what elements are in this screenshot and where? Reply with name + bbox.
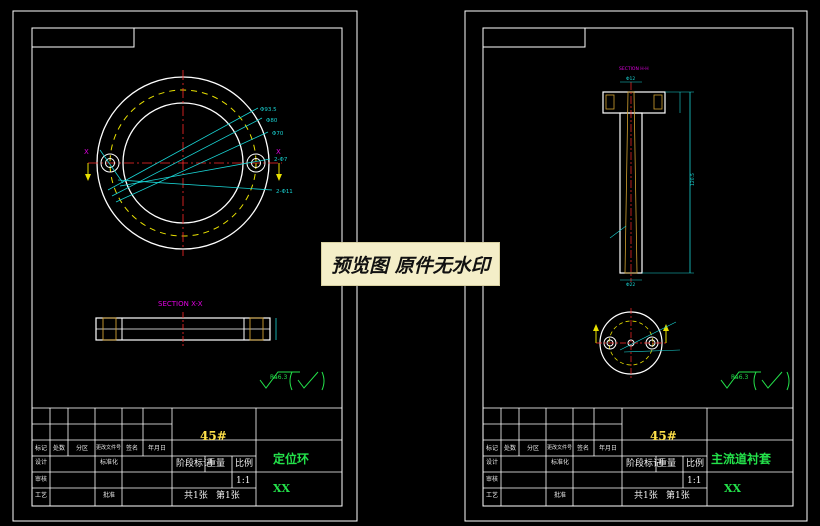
left-tb-scale-value: 1:1 xyxy=(236,476,251,486)
left-inner-border xyxy=(31,27,343,507)
right-tb-label-approve: 批准 xyxy=(554,492,567,499)
section-arrowhead-left xyxy=(85,174,91,181)
right-tb-scale-value: 1:1 xyxy=(687,476,702,486)
right-tb-material: 45# xyxy=(650,429,677,443)
right-sheet: SECTION H-H 120.5 Φ12 Φ22 xyxy=(464,10,808,522)
dim-label-1: Φ93.5 xyxy=(260,107,277,113)
right-tb-label-process: 工艺 xyxy=(486,492,499,499)
left-tb-label-date: 年月日 xyxy=(148,445,167,452)
right-roughness-symbol xyxy=(720,371,790,391)
left-roughness-check xyxy=(259,371,300,389)
bolt-hole-right-inner xyxy=(251,158,261,168)
section-arrowhead-right xyxy=(276,174,282,181)
right-tb-label-stage-mark: 阶段标记 xyxy=(626,459,663,469)
bushing-stem xyxy=(619,112,643,274)
right-roughness-check xyxy=(720,371,761,389)
right-code-box xyxy=(482,27,586,48)
right-dim-label-1: Φ22 xyxy=(626,282,635,288)
right-tb-code: XX xyxy=(724,482,742,495)
left-tb-label-process: 工艺 xyxy=(35,492,48,499)
left-tb-material: 45# xyxy=(200,429,227,443)
bushing-plan-arrowhead-right xyxy=(663,324,669,331)
right-tb-label-check: 审核 xyxy=(486,476,499,483)
left-tb-label-zone: 分区 xyxy=(76,445,89,452)
preview-watermark: 预览图 原件无水印 xyxy=(321,242,500,286)
right-tb-label-date: 年月日 xyxy=(599,445,618,452)
dim-label-4: 2-Φ7 xyxy=(274,157,288,163)
left-roughness-symbol xyxy=(259,371,325,391)
left-tb-label-stage-mark: 阶段标记 xyxy=(176,459,213,469)
right-section-label: SECTION H-H xyxy=(619,66,649,72)
sprue-bushing-section xyxy=(602,81,694,282)
dim-leader-3 xyxy=(115,131,269,203)
ring-section-view xyxy=(95,312,277,346)
bushing-head-hatch-left xyxy=(605,94,615,110)
left-tb-label-change-doc: 更改文件号 xyxy=(96,445,122,451)
left-roughness-value: Ra6.3 xyxy=(270,374,287,381)
right-tb-label-count: 处数 xyxy=(504,445,517,452)
right-dim-label-3: 120.5 xyxy=(690,173,696,186)
left-tb-label-scale: 比例 xyxy=(235,459,254,469)
left-tb-label-check: 审核 xyxy=(35,476,48,483)
right-dim-label-2: Φ12 xyxy=(626,76,635,82)
right-roughness-value: Ra6.3 xyxy=(731,374,748,381)
sprue-bushing-plan xyxy=(593,308,681,378)
right-tb-label-sign: 签名 xyxy=(577,445,590,452)
right-tb-label-zone: 分区 xyxy=(527,445,540,452)
right-tb-label-scale: 比例 xyxy=(686,459,705,469)
right-tb-part-name: 主流道衬套 xyxy=(711,452,772,466)
left-tb-sheet-no: 第1张 xyxy=(216,491,240,501)
left-tb-label-approve: 批准 xyxy=(103,492,116,499)
section-mark-x-left: X xyxy=(84,148,89,156)
dim-label-2: Φ80 xyxy=(266,118,278,124)
bolt-hole-left-inner xyxy=(105,158,115,168)
bolt-hole-left-outer xyxy=(100,153,120,173)
left-tb-frame xyxy=(31,407,343,507)
left-tb-label-mark: 标记 xyxy=(35,445,48,452)
right-tb-frame xyxy=(482,407,794,507)
dim-label-3: Φ70 xyxy=(272,131,284,137)
left-sheet: X X Φ93.5 Φ80 Φ70 2-Φ7 2-Φ11 SECTION X-X xyxy=(12,10,358,522)
left-tb-label-weight: 重量 xyxy=(207,459,226,469)
left-tb-part-name: 定位环 xyxy=(273,452,310,466)
dim-leader-6 xyxy=(99,149,124,184)
left-tb-code: XX xyxy=(273,482,291,495)
right-title-block xyxy=(482,407,794,507)
right-tb-label-mark: 标记 xyxy=(486,445,499,452)
left-tb-sheets-total: 共1张 xyxy=(184,491,208,501)
ring-section-hole-left xyxy=(102,317,117,341)
left-tb-label-design: 设计 xyxy=(35,459,48,466)
ring-section-hole-right xyxy=(249,317,264,341)
bushing-plan-dim-a xyxy=(619,321,677,351)
right-tb-label-design: 设计 xyxy=(486,459,499,466)
bushing-plan-arrowhead-left xyxy=(593,324,599,331)
bushing-angle-leader xyxy=(609,225,627,239)
left-tb-label-standard: 标准化 xyxy=(100,459,119,466)
left-title-block xyxy=(31,407,343,507)
left-tb-label-sign: 签名 xyxy=(126,445,139,452)
left-tb-label-count: 处数 xyxy=(53,445,66,452)
right-tb-label-change-doc: 更改文件号 xyxy=(547,445,573,451)
left-code-box xyxy=(31,27,135,48)
bushing-plan-dim-b xyxy=(623,349,681,353)
dim-leader-1 xyxy=(107,107,259,191)
right-tb-sheets-total: 共1张 xyxy=(634,491,658,501)
bushing-head-hatch-right xyxy=(653,94,663,110)
left-section-label: SECTION X-X xyxy=(158,300,203,308)
dim-label-5: 2-Φ11 xyxy=(276,189,293,195)
dim-leader-5 xyxy=(117,179,273,191)
bushing-runner-taper xyxy=(624,91,638,274)
right-outer-border xyxy=(464,10,808,522)
right-roughness-paren-check xyxy=(753,371,790,391)
right-tb-label-standard: 标准化 xyxy=(551,459,570,466)
left-roughness-paren-check xyxy=(289,371,325,391)
right-inner-border xyxy=(482,27,794,507)
right-tb-sheet-no: 第1张 xyxy=(666,491,690,501)
right-tb-label-weight: 重量 xyxy=(658,459,677,469)
section-mark-x-right: X xyxy=(276,148,281,156)
ring-plan-view: X X xyxy=(84,70,282,256)
